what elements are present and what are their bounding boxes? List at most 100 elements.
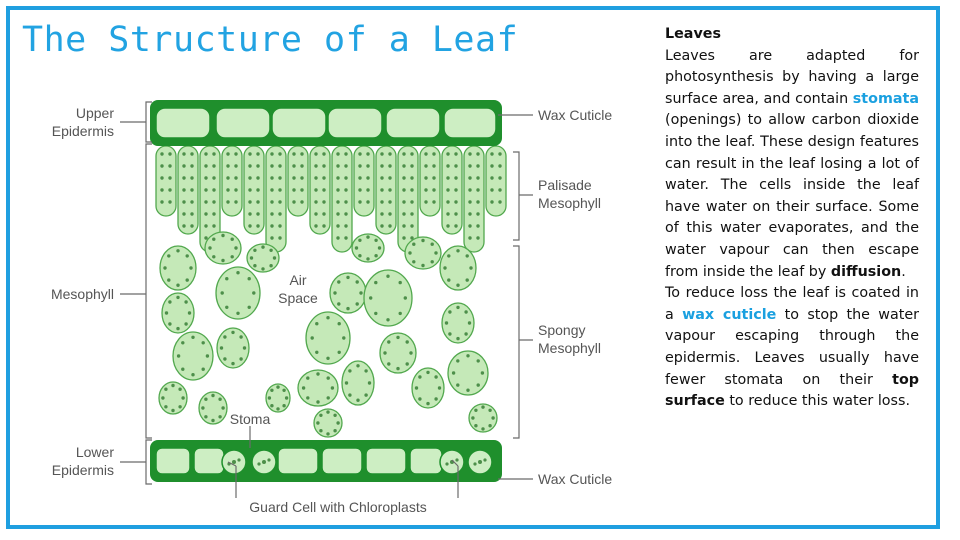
chloroplast xyxy=(237,458,241,462)
palisade-cell xyxy=(155,145,177,217)
chloroplast xyxy=(344,212,348,216)
chloroplast xyxy=(432,200,436,204)
chloroplast xyxy=(212,188,216,192)
chloroplast xyxy=(337,280,341,284)
chloroplast xyxy=(164,405,168,409)
chloroplast xyxy=(278,152,282,156)
chloroplast xyxy=(168,188,172,192)
chloroplast xyxy=(326,396,330,400)
chloroplast xyxy=(248,152,252,156)
palisade-cell xyxy=(221,145,243,217)
chloroplast xyxy=(402,212,406,216)
chloroplast xyxy=(168,152,172,156)
chloroplast xyxy=(261,245,265,249)
chloroplast xyxy=(221,233,225,238)
chloroplast xyxy=(201,406,205,410)
chloroplast xyxy=(476,224,480,228)
chloroplast xyxy=(498,176,502,180)
chloroplast xyxy=(468,164,472,168)
chloroplast xyxy=(212,237,216,241)
chloroplast xyxy=(330,386,335,390)
chloroplast xyxy=(409,351,413,355)
chloroplast xyxy=(474,408,478,412)
chloroplast xyxy=(498,164,502,168)
chloroplast xyxy=(432,164,436,168)
palisade-cell xyxy=(397,145,419,253)
chloroplast xyxy=(278,176,282,180)
chloroplast xyxy=(269,264,273,268)
chloroplast xyxy=(469,266,473,270)
palisade-cell xyxy=(177,145,199,235)
chloroplast xyxy=(344,224,348,228)
chloroplast xyxy=(488,408,492,412)
chloroplast xyxy=(366,176,370,180)
chloroplast xyxy=(471,416,475,420)
chloroplast xyxy=(358,152,362,156)
chloroplast xyxy=(282,404,286,408)
chloroplast xyxy=(278,236,282,240)
chloroplast xyxy=(314,200,318,204)
chloroplast xyxy=(190,200,194,204)
chloroplast xyxy=(315,350,319,354)
chloroplast xyxy=(426,401,430,406)
palisade-cell xyxy=(485,145,507,217)
chloroplast xyxy=(446,188,450,192)
chloroplast xyxy=(190,164,194,168)
chloroplast xyxy=(456,249,460,253)
chloroplast xyxy=(205,354,210,358)
p1-text-b: (openings) to allow carbon dioxide into … xyxy=(665,112,919,280)
chloroplast xyxy=(374,254,378,258)
chloroplast xyxy=(322,224,326,228)
chloroplast xyxy=(168,164,172,168)
chloroplast xyxy=(322,176,326,180)
chloroplast xyxy=(270,236,274,240)
chloroplast xyxy=(164,311,169,315)
left-brackets xyxy=(120,101,152,485)
chloroplast xyxy=(212,200,216,204)
palisade-cell xyxy=(375,145,397,235)
palisade-cell xyxy=(265,145,287,253)
chloroplast xyxy=(184,322,188,326)
chloroplast xyxy=(432,152,436,156)
chloroplast xyxy=(176,249,180,253)
chloroplast xyxy=(446,152,450,156)
chloroplast xyxy=(272,256,277,260)
chloroplast xyxy=(257,462,261,466)
guard-cell-pointer xyxy=(227,459,459,498)
chloroplast xyxy=(490,188,494,192)
chloroplast xyxy=(249,256,254,260)
chloroplast xyxy=(403,296,407,300)
chloroplast xyxy=(204,188,208,192)
chloroplast xyxy=(476,359,480,363)
chloroplast xyxy=(410,200,414,204)
chloroplast xyxy=(354,246,359,250)
slide-title: The Structure of a Leaf xyxy=(22,20,519,60)
chloroplast xyxy=(424,152,428,156)
chloroplast xyxy=(468,188,472,192)
upper-epidermis-cell xyxy=(155,107,211,139)
chloroplast xyxy=(465,254,469,258)
chloroplast xyxy=(253,248,257,252)
label-palisade-1: Palisade xyxy=(538,177,592,193)
chloroplast xyxy=(322,188,326,192)
chloroplast xyxy=(160,176,164,180)
chloroplast xyxy=(490,176,494,180)
chloroplast xyxy=(212,152,216,156)
chloroplast xyxy=(402,152,406,156)
chloroplast xyxy=(380,164,384,168)
chloroplast xyxy=(446,164,450,168)
chloroplast xyxy=(242,346,247,350)
label-stoma: Stoma xyxy=(230,411,271,427)
chloroplast xyxy=(270,388,274,392)
chloroplast xyxy=(314,188,318,192)
chloroplast xyxy=(356,398,360,402)
paragraph-2: To reduce loss the leaf is coated in a w… xyxy=(665,283,919,413)
chloroplast xyxy=(396,366,400,371)
label-lower-epidermis-1: Lower xyxy=(76,444,114,460)
chloroplast xyxy=(221,258,225,263)
chloroplast xyxy=(410,236,414,240)
chloroplast xyxy=(344,236,348,240)
chloroplast xyxy=(336,421,340,425)
label-wax-cuticle-bottom: Wax Cuticle xyxy=(538,471,612,487)
chloroplast xyxy=(410,164,414,168)
